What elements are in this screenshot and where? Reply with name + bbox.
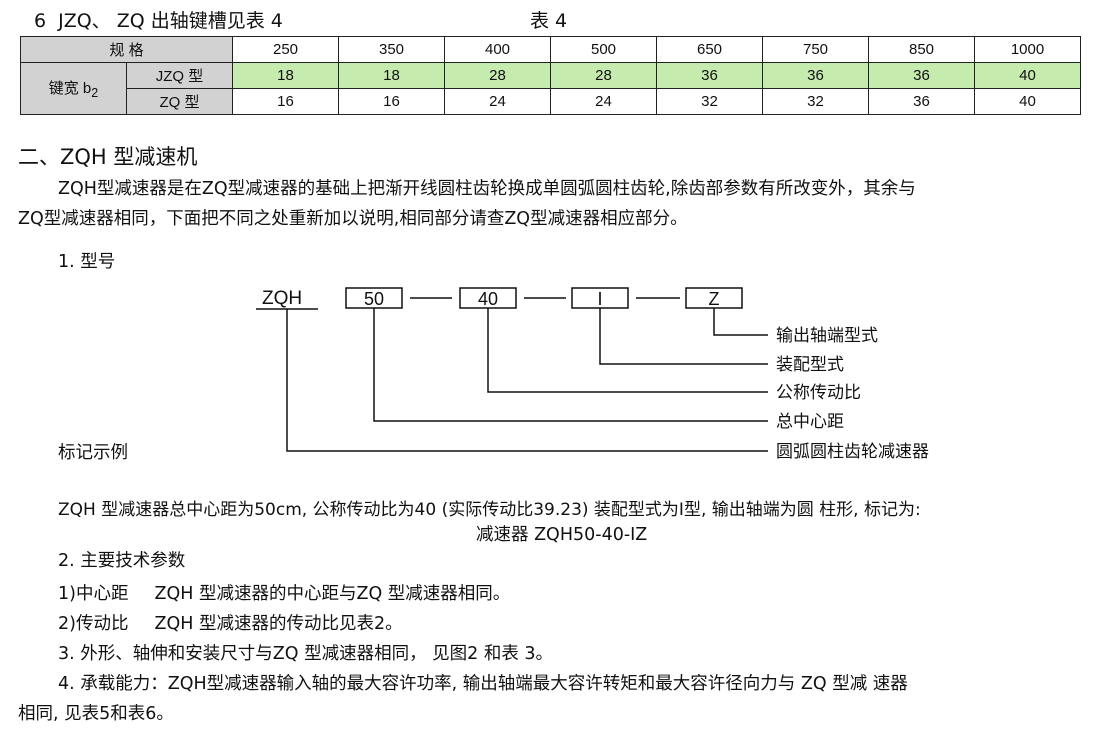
value-cell: 18	[338, 62, 445, 89]
key-width-subscript: 2	[91, 86, 99, 100]
tech-item-4-line1: 4. 承载能力：ZQH型减速器输入轴的最大容许功率, 输出轴端最大容许转矩和最大…	[58, 674, 908, 694]
intro-text-line2: ZQ型减速器相同，下面把不同之处重新加以说明,相同部分请查ZQ型减速器相应部分。	[18, 209, 688, 229]
value-cell: 16	[232, 88, 339, 115]
value-cell: 36	[762, 62, 869, 89]
table-row-jzq: 键宽 b2 JZQ 型 18 18 28 28 36 36 36 40	[20, 62, 1081, 115]
label-reducer: 圆弧圆柱齿轮减速器	[776, 442, 929, 462]
label-assembly: 装配型式	[776, 355, 844, 375]
value-cell: 24	[550, 88, 657, 115]
table-caption-title: JZQ、 ZQ 出轴键槽见表 4	[58, 10, 283, 32]
tech-item-1-label: 1)中心距	[58, 584, 129, 604]
label-output-shaft: 输出轴端型式	[776, 326, 878, 346]
leader-ratio	[487, 308, 768, 393]
value-cell: 36	[868, 62, 975, 89]
label-center-distance: 总中心距	[776, 412, 844, 432]
size-cell: 400	[444, 36, 551, 63]
box-text-assembly: I	[597, 289, 602, 309]
value-cell: 18	[232, 62, 339, 89]
example-heading: 标记示例	[58, 443, 128, 463]
intro-text-line1: ZQH型减速器是在ZQ型减速器的基础上把渐开线圆柱齿轮换成单圆弧圆柱齿轮,除齿部…	[58, 179, 916, 199]
size-cell: 500	[550, 36, 657, 63]
tech-item-2: 2)传动比 ZQH 型减速器的传动比见表2。	[58, 609, 403, 639]
table-row-zq: ZQ 型 16 16 24 24 32 32 36 40	[21, 88, 1081, 115]
key-width-cell: 键宽 b2	[20, 62, 127, 115]
keyway-table: 规 格 250 350 400 500 650 750 850 1000 键宽 …	[20, 36, 1081, 115]
prefix-text: ZQH	[262, 288, 302, 309]
value-cell: 40	[974, 88, 1081, 115]
tech-item-2-text: ZQH 型减速器的传动比见表2。	[154, 614, 403, 634]
value-cell: 36	[656, 62, 763, 89]
size-cell: 250	[232, 36, 339, 63]
value-cell: 24	[444, 88, 551, 115]
row-label-jzq: JZQ 型	[126, 62, 233, 89]
section-heading: 二、ZQH 型减速机	[18, 145, 198, 169]
model-heading: 1. 型号	[58, 252, 116, 272]
spec-header-cell: 规 格	[20, 36, 233, 63]
leader-output-shaft	[713, 308, 768, 336]
tech-item-1-text: ZQH 型减速器的中心距与ZQ 型减速器相同。	[154, 584, 511, 604]
leader-assembly	[599, 308, 768, 365]
example-line1: ZQH 型减速器总中心距为50cm, 公称传动比为40 (实际传动比39.23)…	[58, 500, 921, 520]
size-cell: 850	[868, 36, 975, 63]
size-cell: 350	[338, 36, 445, 63]
tech-item-3: 3. 外形、轴伸和安装尺寸与ZQ 型减速器相同， 见图2 和表 3。	[58, 644, 554, 664]
table-number: 表 4	[530, 10, 568, 32]
example-line2: 减速器 ZQH50-40-IZ	[476, 525, 648, 545]
label-ratio: 公称传动比	[776, 383, 861, 403]
key-width-label: 键宽 b	[48, 80, 92, 97]
value-cell: 28	[444, 62, 551, 89]
model-code-diagram: ZQH 50 40 I Z 输出轴端型式 装配型式 公称传动比 总中心距 圆弧圆…	[256, 287, 929, 462]
value-cell: 40	[974, 62, 1081, 89]
row-label-zq: ZQ 型	[126, 88, 233, 115]
leader-center-distance	[373, 308, 768, 422]
value-cell: 32	[656, 88, 763, 115]
value-cell: 36	[868, 88, 975, 115]
tech-heading: 2. 主要技术参数	[58, 551, 186, 571]
leader-reducer	[286, 309, 768, 452]
box-text-output-shaft: Z	[709, 289, 720, 309]
table-header-row: 规 格 250 350 400 500 650 750 850 1000	[20, 36, 1081, 63]
box-text-center-distance: 50	[364, 289, 384, 309]
tech-item-2-label: 2)传动比	[58, 614, 129, 634]
value-cell: 28	[550, 62, 657, 89]
box-text-ratio: 40	[478, 289, 498, 309]
table-caption: 6 JZQ、 ZQ 出轴键槽见表 4	[34, 6, 283, 33]
tech-item-1: 1)中心距 ZQH 型减速器的中心距与ZQ 型减速器相同。	[58, 579, 510, 609]
tech-item-4-line2: 相同, 见表5和表6。	[18, 704, 174, 724]
value-cell: 32	[762, 88, 869, 115]
table-caption-number: 6	[34, 10, 47, 32]
size-cell: 1000	[974, 36, 1081, 63]
value-cell: 16	[338, 88, 445, 115]
size-cell: 650	[656, 36, 763, 63]
size-cell: 750	[762, 36, 869, 63]
